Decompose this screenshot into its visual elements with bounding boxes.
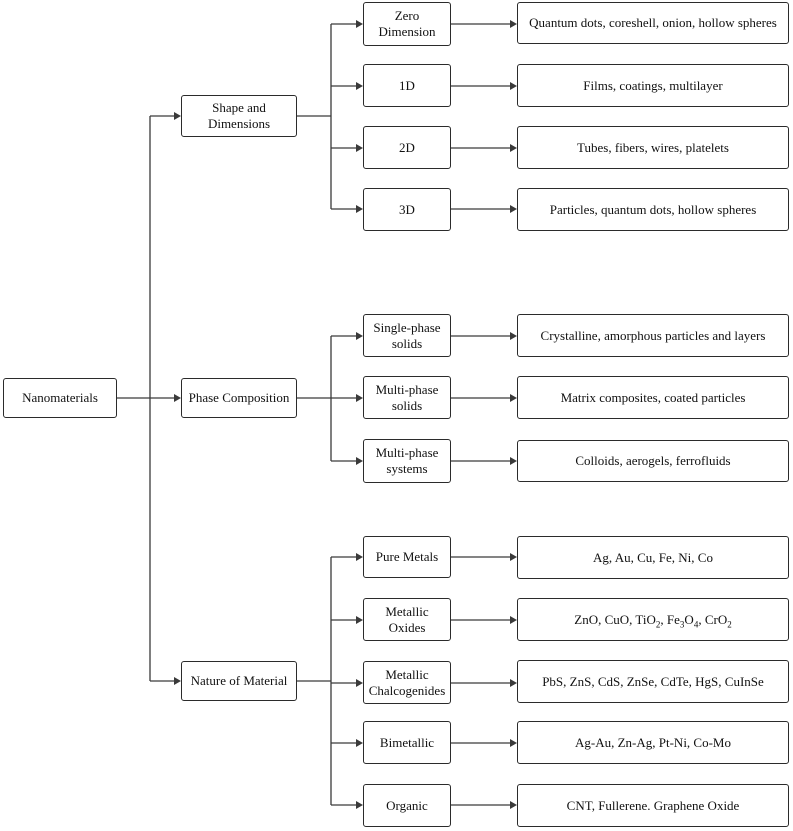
examples-text: Quantum dots, coreshell, onion, hollow s… (529, 15, 777, 30)
arrowhead (356, 616, 363, 624)
subcategory-label: Metallic Chalcogenides (368, 666, 446, 698)
arrowhead (510, 679, 517, 687)
arrowhead (356, 679, 363, 687)
examples-single-phase-solids: Crystalline, amorphous particles and lay… (517, 314, 789, 357)
arrowhead (510, 739, 517, 747)
subcategory-label: Bimetallic (379, 734, 435, 750)
examples-multi-phase-systems: Colloids, aerogels, ferrofluids (517, 440, 789, 482)
subcategory-metallic-oxides: Metallic Oxides (363, 598, 451, 641)
subcategory-label: Multi-phase systems (375, 445, 439, 476)
subcategory-label: Multi-phase solids (375, 381, 439, 413)
subcategory-label: Metallic Oxides (385, 603, 429, 635)
subcategory-pure-metals: Pure Metals (363, 536, 451, 578)
category-nature-of-material: Nature of Material (181, 661, 297, 701)
arrowhead (356, 553, 363, 561)
arrowhead (510, 457, 517, 465)
arrowhead (510, 332, 517, 340)
examples-text: ZnO, CuO, TiO2, Fe3O4, CrO2 (574, 611, 732, 630)
examples-text: Ag, Au, Cu, Fe, Ni, Co (593, 549, 713, 565)
subcategory-label: Pure Metals (375, 549, 439, 564)
arrowhead (356, 82, 363, 90)
arrowhead (510, 82, 517, 90)
subcategory-zero-dimension: Zero Dimension (363, 2, 451, 46)
subcategory-1d: 1D (363, 64, 451, 107)
examples-text: Particles, quantum dots, hollow spheres (549, 201, 757, 217)
arrowhead (510, 20, 517, 28)
arrowhead (510, 616, 517, 624)
subcategory-bimetallic: Bimetallic (363, 721, 451, 764)
examples-multi-phase-solids: Matrix composites, coated particles (517, 376, 789, 419)
subcategory-3d: 3D (363, 188, 451, 231)
subcategory-metallic-chalcogenides: Metallic Chalcogenides (363, 661, 451, 704)
subcategory-multi-phase-solids: Multi-phase solids (363, 376, 451, 419)
subcategory-label: Single-phase solids (373, 319, 441, 351)
examples-metallic-oxides: ZnO, CuO, TiO2, Fe3O4, CrO2 (517, 598, 789, 641)
subcategory-organic: Organic (363, 784, 451, 827)
examples-text: Colloids, aerogels, ferrofluids (575, 453, 731, 468)
subcategory-multi-phase-systems: Multi-phase systems (363, 439, 451, 483)
arrowhead (356, 394, 363, 402)
arrowhead (510, 553, 517, 561)
examples-3d: Particles, quantum dots, hollow spheres (517, 188, 789, 231)
root-label: Nanomaterials (22, 390, 98, 405)
examples-zero-dimension: Quantum dots, coreshell, onion, hollow s… (517, 2, 789, 44)
arrowhead (510, 205, 517, 213)
examples-text: Tubes, fibers, wires, platelets (577, 139, 729, 155)
category-shape-and-dimensions: Shape and Dimensions (181, 95, 297, 137)
category-phase-composition: Phase Composition (181, 378, 297, 418)
subcategory-label: 2D (399, 139, 415, 155)
examples-text: Ag-Au, Zn-Ag, Pt-Ni, Co-Mo (575, 734, 731, 750)
category-label: Shape and Dimensions (207, 100, 271, 131)
subcategory-label: Organic (386, 797, 428, 813)
arrowhead (356, 20, 363, 28)
arrowhead (174, 394, 181, 402)
examples-text: Matrix composites, coated particles (560, 389, 746, 405)
subcategory-label: Zero Dimension (378, 8, 436, 39)
subcategory-label: 3D (399, 201, 415, 217)
arrowhead (510, 394, 517, 402)
examples-text: CNT, Fullerene. Graphene Oxide (566, 797, 740, 813)
examples-2d: Tubes, fibers, wires, platelets (517, 126, 789, 169)
arrowhead (356, 205, 363, 213)
examples-organic: CNT, Fullerene. Graphene Oxide (517, 784, 789, 827)
root-node: Nanomaterials (3, 378, 117, 418)
arrowhead (174, 112, 181, 120)
category-label: Phase Composition (188, 390, 290, 405)
arrowhead (356, 457, 363, 465)
arrowhead (356, 144, 363, 152)
arrowhead (174, 677, 181, 685)
subcategory-single-phase-solids: Single-phase solids (363, 314, 451, 357)
examples-text: Crystalline, amorphous particles and lay… (540, 327, 766, 343)
examples-bimetallic: Ag-Au, Zn-Ag, Pt-Ni, Co-Mo (517, 721, 789, 764)
subcategory-2d: 2D (363, 126, 451, 169)
examples-metallic-chalcogenides: PbS, ZnS, CdS, ZnSe, CdTe, HgS, CuInSe (517, 660, 789, 703)
examples-pure-metals: Ag, Au, Cu, Fe, Ni, Co (517, 536, 789, 579)
arrowhead (356, 739, 363, 747)
arrowhead (356, 801, 363, 809)
subcategory-label: 1D (399, 77, 415, 93)
examples-text: Films, coatings, multilayer (583, 77, 723, 93)
arrowhead (510, 801, 517, 809)
arrowhead (356, 332, 363, 340)
examples-text: PbS, ZnS, CdS, ZnSe, CdTe, HgS, CuInSe (542, 673, 764, 689)
category-label: Nature of Material (190, 673, 288, 688)
examples-1d: Films, coatings, multilayer (517, 64, 789, 107)
arrowhead (510, 144, 517, 152)
